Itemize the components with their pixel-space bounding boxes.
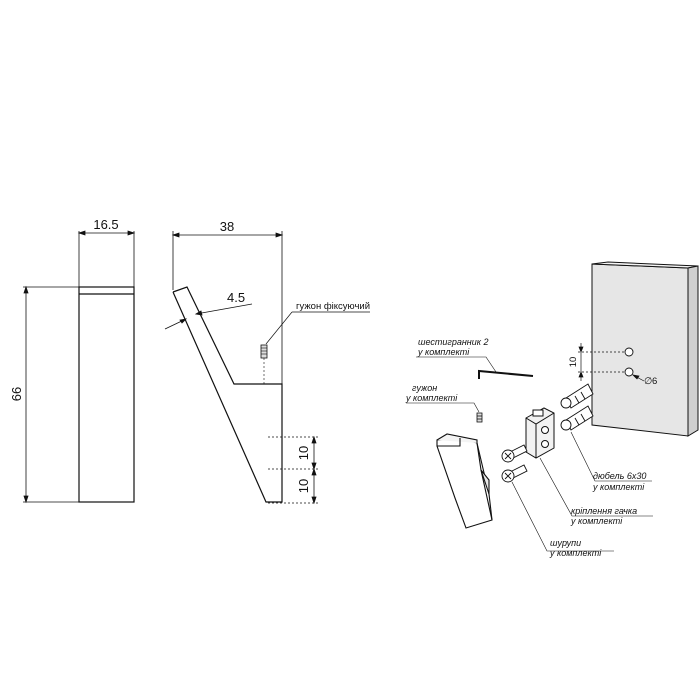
wall-holes — [624, 347, 634, 377]
wall-hole-upper — [624, 347, 634, 357]
dimension-hole-spacing — [578, 343, 625, 381]
leader-bracket — [539, 457, 653, 517]
label-set-screw-side: гужон фіксуючий — [296, 301, 370, 312]
label-set-screw-line2: у комплекті — [405, 393, 458, 403]
side-view-outline — [172, 286, 283, 503]
wall-panel-face — [591, 263, 689, 437]
leader-set-screw-side — [265, 311, 370, 345]
leaders-parts — [511, 431, 653, 552]
screw-upper — [501, 444, 528, 463]
label-dowel-line1: дюбель 6х30 — [593, 471, 646, 481]
dowel-lower — [560, 405, 594, 431]
dimension-height-text: 66 — [9, 387, 24, 401]
dimension-hole-diameter-symbol: ∅ — [644, 376, 652, 387]
wall-panel-side — [687, 265, 699, 437]
dimension-spacing — [311, 435, 317, 505]
dimension-depth-side — [171, 231, 284, 384]
leader-screws — [511, 481, 614, 552]
front-view — [78, 286, 135, 503]
front-view-outline — [78, 286, 135, 503]
dowel-upper — [560, 383, 594, 409]
dimension-spacing-lower-text: 10 — [296, 479, 311, 493]
dimension-thickness — [164, 303, 253, 330]
wall-panel — [591, 261, 699, 437]
dimension-width-front — [77, 230, 136, 287]
dimension-height — [23, 285, 79, 504]
label-hex-key-line2: у комплекті — [417, 347, 470, 357]
hook-exploded — [436, 433, 493, 529]
dimension-hole-spacing-text: 10 — [568, 357, 579, 368]
side-view — [172, 286, 283, 503]
dimension-spacing-upper-text: 10 — [296, 446, 311, 460]
side-view-hidden-lines — [268, 436, 318, 504]
leader-dowel — [570, 431, 652, 482]
hex-key — [478, 369, 534, 379]
set-screw-side — [260, 344, 268, 384]
label-dowel-line2: у комплекті — [592, 482, 645, 492]
label-set-screw-line1: гужон — [412, 383, 437, 393]
dimension-hole-diameter — [631, 374, 645, 382]
screw-lower — [501, 464, 528, 483]
label-hex-key-line1: шестигранник 2 — [418, 337, 489, 347]
leader-set-screw-exploded — [406, 402, 480, 413]
set-screw-exploded — [476, 412, 483, 423]
label-bracket-line2: у комплекті — [570, 516, 623, 526]
label-bracket-line1: кріплення гачка — [571, 506, 637, 516]
dimension-hole-diameter-text: 6 — [652, 376, 657, 387]
dimension-depth-side-text: 38 — [220, 219, 234, 234]
dimension-width-front-text: 16.5 — [93, 217, 118, 232]
wall-hole-lower — [624, 367, 634, 377]
mounting-bracket — [525, 407, 555, 459]
label-screws-line1: шурупи — [550, 538, 581, 548]
leader-hex-key — [416, 356, 497, 373]
label-screws-line2: у комплекті — [549, 548, 602, 558]
dimension-thickness-text: 4.5 — [227, 290, 245, 305]
